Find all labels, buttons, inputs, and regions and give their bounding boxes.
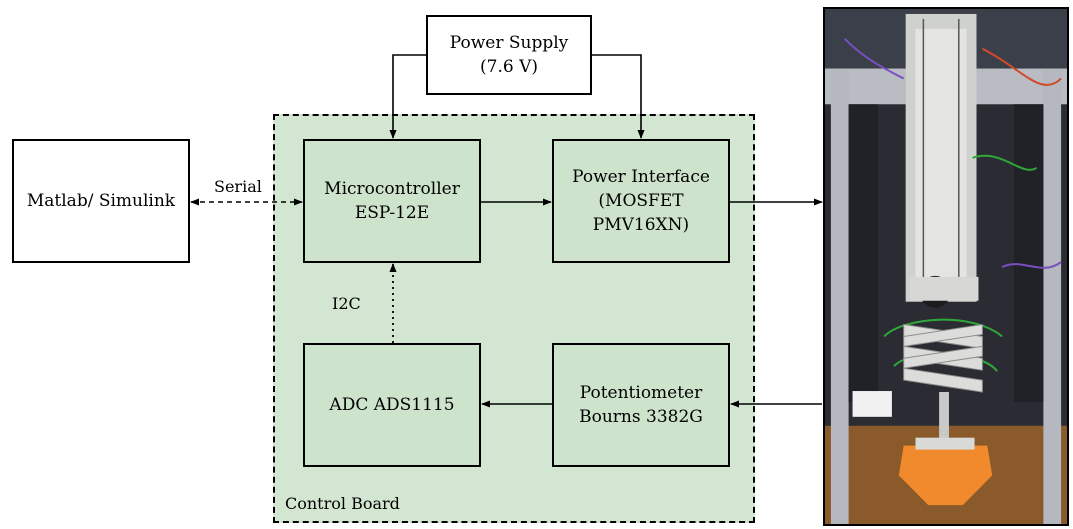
serial-label: Serial [214,177,262,196]
power-interface-part: PMV16XN) [592,215,690,235]
robot-hardware-photo [823,7,1069,526]
microcontroller-model: ESP-12E [354,203,430,223]
power-interface-block: Power Interface (MOSFET PMV16XN) [552,139,730,263]
power-interface-title: Power Interface [572,167,710,187]
control-board-label: Control Board [285,494,400,513]
power-to-interface-arrow [592,54,645,139]
adc-block: ADC ADS1115 [303,343,481,467]
potentiometer-block: Potentiometer Bourns 3382G [552,343,730,467]
power-supply-block: Power Supply (7.6 V) [426,15,592,95]
power-supply-title: Power Supply [449,33,569,53]
microcontroller-block: Microcontroller ESP-12E [303,139,481,263]
potentiometer-model: Bourns 3382G [579,407,703,427]
i2c-label: I2C [332,294,361,313]
matlab-simulink-block: Matlab/ Simulink [12,139,190,263]
power-interface-mosfet: (MOSFET [598,191,684,211]
potentiometer-title: Potentiometer [579,383,703,403]
microcontroller-title: Microcontroller [324,179,460,199]
adc-label: ADC ADS1115 [329,395,455,415]
power-supply-voltage: (7.6 V) [480,57,538,77]
matlab-simulink-label: Matlab/ Simulink [26,191,176,211]
power-to-microcontroller-arrow [389,54,426,139]
